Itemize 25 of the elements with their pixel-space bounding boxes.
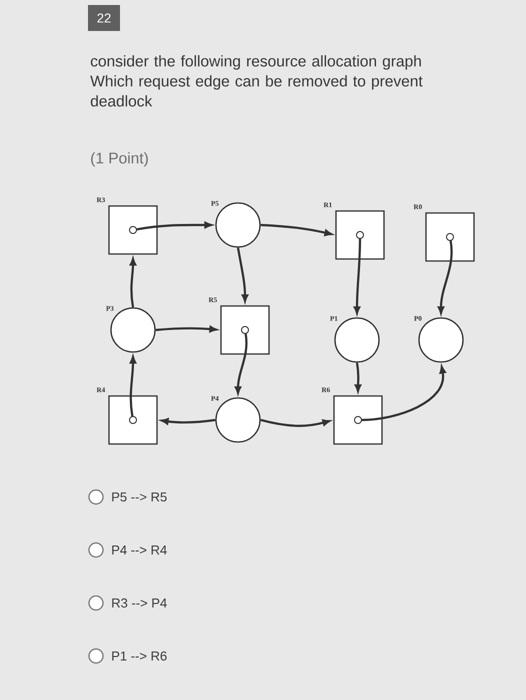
arrow <box>234 333 248 394</box>
answer-option: R3 --> P4 <box>88 595 167 611</box>
answer-option: P1 --> R6 <box>88 648 167 664</box>
resource-box <box>425 212 475 262</box>
arrow <box>136 222 212 230</box>
question-text: consider the following resource allocation graph Which request edge can be removed to prevent deadlock <box>90 55 423 107</box>
arrow <box>260 224 332 236</box>
points-note: (1 Point) <box>91 152 148 167</box>
resource-box <box>108 205 158 255</box>
arrow <box>438 240 453 314</box>
resource-box <box>220 305 270 355</box>
resource-box <box>108 395 158 445</box>
arrow <box>236 247 248 302</box>
arrow <box>354 362 362 392</box>
arrow <box>354 238 362 314</box>
resource-box <box>335 210 385 260</box>
arrow <box>161 418 216 425</box>
arrow <box>130 258 136 308</box>
answer-option: P4 --> R4 <box>88 542 167 558</box>
arrow <box>361 366 446 422</box>
arrow <box>156 326 217 332</box>
resource-box <box>333 395 383 445</box>
arrow <box>130 356 136 417</box>
number-badge: 22 <box>88 5 120 31</box>
answer-option: P5 --> R5 <box>88 489 167 505</box>
